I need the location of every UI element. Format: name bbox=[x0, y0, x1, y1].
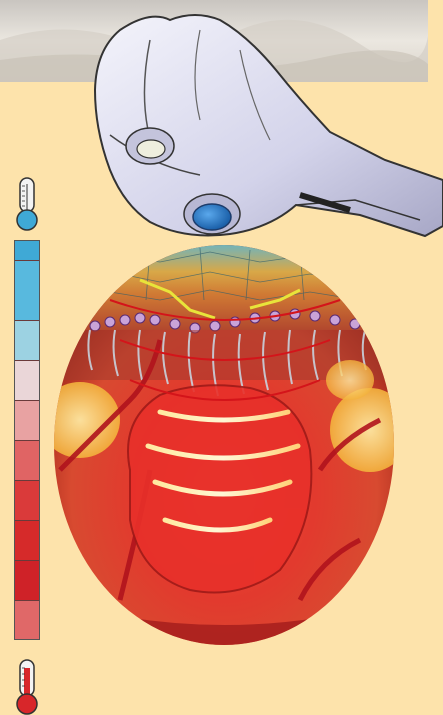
thermometer-cold-icon bbox=[17, 178, 37, 230]
scale-segment bbox=[15, 521, 39, 561]
tissue-cross-section bbox=[40, 240, 410, 660]
scale-segment bbox=[15, 261, 39, 321]
scale-segment bbox=[15, 561, 39, 601]
thermometer-hot-icon bbox=[17, 660, 37, 714]
scale-segment bbox=[15, 601, 39, 640]
scale-segment bbox=[15, 321, 39, 361]
scale-segment bbox=[15, 361, 39, 401]
scale-segment bbox=[15, 481, 39, 521]
scale-segment bbox=[15, 441, 39, 481]
scale-segment bbox=[15, 401, 39, 441]
temperature-scale-bar bbox=[14, 240, 40, 640]
scale-segment bbox=[15, 241, 39, 261]
